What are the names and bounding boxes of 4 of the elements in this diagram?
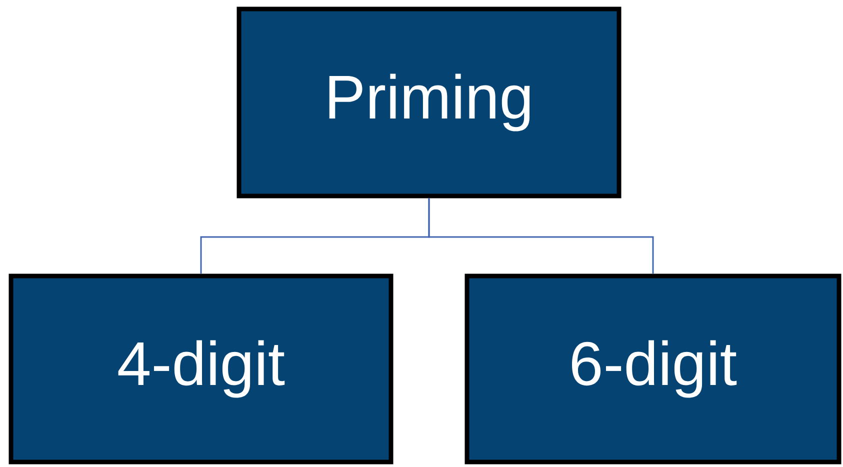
connector-line bbox=[428, 198, 654, 274]
box: 4-digit bbox=[8, 274, 394, 464]
box: Priming bbox=[236, 6, 622, 198]
box: 6-digit bbox=[464, 274, 842, 464]
